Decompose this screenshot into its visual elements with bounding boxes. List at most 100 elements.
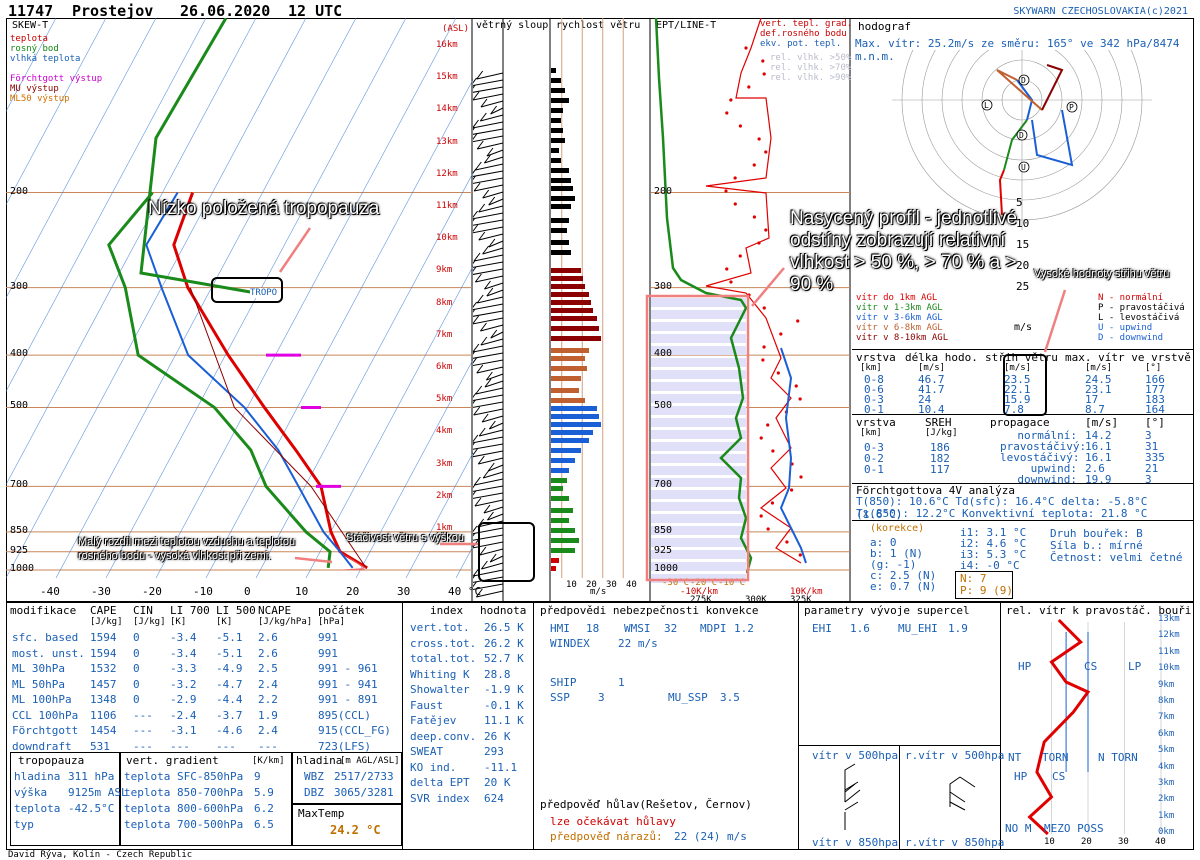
speed-bar (551, 366, 587, 371)
hodo-ring-label: 5 (1016, 196, 1023, 209)
bt-cell: 0 (133, 631, 140, 644)
div-a (402, 602, 403, 850)
svg-text:P: P (1069, 103, 1074, 112)
prop-label: normální: (1017, 429, 1077, 442)
sc-div2 (899, 745, 900, 850)
relwind-chart (1027, 618, 1162, 836)
bt-cell: 1454 (90, 724, 117, 737)
pressure-label: 925 (10, 544, 29, 556)
height-label: 11km (436, 201, 458, 211)
shear-cell: 10.4 (918, 403, 945, 416)
maxtemp-value: 24.2 °C (330, 823, 381, 837)
index-value: -1.9 K (484, 683, 524, 696)
height-label: 10km (436, 233, 458, 244)
height-label: 5km (436, 394, 453, 405)
shear-h0: vrstva (856, 351, 896, 364)
ept-tick-b1: 300K (745, 595, 767, 605)
ept-tick-b0: 275K (690, 595, 712, 605)
hladina-label: DBZ (304, 786, 324, 799)
w850-label: vítr v 850hpa (812, 836, 899, 849)
hladina-value: 2517/2733 (334, 770, 394, 783)
index-value: -0.1 K (484, 698, 524, 712)
rh-band (651, 502, 746, 511)
bt-cell: Förchtgott (12, 724, 79, 737)
parcel-mu (189, 287, 367, 569)
prop-label: pravostáčivý: (1000, 440, 1087, 453)
hodo-legend-left: vítr v 8-10km AGL (856, 333, 949, 343)
date: 26.06.2020 (180, 2, 271, 20)
rw-label-mezo: MEZO POSS (1044, 822, 1104, 835)
shear-cell: 24.5 (1085, 373, 1112, 386)
speed-bar (551, 292, 589, 297)
windex-value: 22 m/s (618, 637, 658, 650)
speed-tick: 30 (606, 580, 617, 590)
relwind-tick: 40 (1155, 837, 1166, 847)
forecast-item: 32 (664, 622, 678, 635)
tropopause-title: tropopauza (18, 754, 85, 767)
index-value: 28.8 (484, 667, 511, 681)
speed-bar (551, 168, 569, 173)
hodo-legend-left: vítr v 6-8km AGL (856, 323, 943, 333)
svg-text:D: D (1019, 131, 1024, 140)
tropo-label: typ (14, 818, 34, 831)
relwind-height: 8km (1158, 696, 1175, 706)
bt-cell: --- (216, 739, 236, 753)
speed-bar (551, 228, 567, 233)
ept-pressure-label: 700 (654, 479, 673, 491)
relwind-height: 12km (1158, 630, 1180, 641)
top-frame (6, 18, 1194, 602)
ept-legend-1: def.rosného bodu (760, 29, 847, 39)
ssp-value: 3 (598, 691, 605, 704)
gradient-label: teplota 700-500hPa (124, 818, 244, 831)
ship-value: 1 (618, 676, 625, 689)
bt-cell: --- (133, 724, 153, 737)
rh-band (651, 454, 746, 463)
rh-band (651, 370, 746, 379)
storm-info: Četnost: velmi četné (1050, 551, 1183, 564)
cape-area (336, 551, 367, 570)
idx-h1: hodnota (480, 604, 527, 617)
bt-cell: 2.6 (258, 646, 278, 660)
tropo-label: teplota (14, 802, 61, 815)
footer: David Rýva, Kolín - Czech Republic (8, 850, 193, 860)
bt-cell: 991 (318, 631, 338, 644)
bt-cell: 0 (133, 693, 140, 706)
rh-band (651, 382, 746, 391)
relwind-title: rel. vítr k pravostáč. bouři (1006, 604, 1192, 617)
hodo-ring-label: 10 (1016, 217, 1030, 230)
prop-speed: 19.9 (1085, 473, 1112, 486)
hodo-legend-right: U - upwind (1098, 323, 1153, 333)
gradient-unit: [K/km] (252, 756, 285, 766)
index-value: 52.7 K (484, 652, 524, 665)
temp-tick: 10 (295, 585, 309, 598)
shear-cell: 177 (1145, 383, 1165, 396)
sreh-cell: 182 (930, 452, 950, 465)
city-name: Prostejov (72, 2, 154, 20)
bt-cell: -3.7 (216, 708, 243, 722)
speed-bar (551, 88, 565, 93)
height-label: 1km (436, 523, 453, 533)
speed-bar (551, 118, 561, 123)
relwind-height: 10km (1158, 663, 1180, 674)
bt-cell: --- (170, 739, 190, 753)
speed-bar (551, 356, 585, 361)
speed-tick: 40 (626, 580, 637, 590)
speed-bar (551, 250, 571, 255)
wind-speed-unit: m/s (590, 587, 607, 597)
index-value: -11.1 (484, 760, 518, 774)
shear-u3: [m/s] (1085, 363, 1113, 373)
station-id: 11747 (8, 2, 54, 20)
sreh-cell: 186 (930, 441, 950, 454)
relwind-height: 4km (1158, 761, 1175, 772)
shear-cell: 41.7 (918, 383, 945, 396)
pressure-label: 850 (10, 524, 29, 536)
height-label: 15km (436, 72, 458, 83)
shear-cell: 24 (918, 393, 932, 406)
height-label: 14km (436, 104, 458, 115)
forch-line1: T(850): 10.6°C Td(sfc): 16.4°C delta: -5… (856, 495, 1148, 521)
bt-header: NCAPE (258, 604, 292, 617)
speed-bar (551, 178, 571, 183)
forch-i: i3: 5.3 °C (960, 548, 1027, 561)
sreh-cell: 0-2 (864, 452, 884, 465)
hodo-legend-left: vítr do 1km AGL (856, 293, 938, 303)
